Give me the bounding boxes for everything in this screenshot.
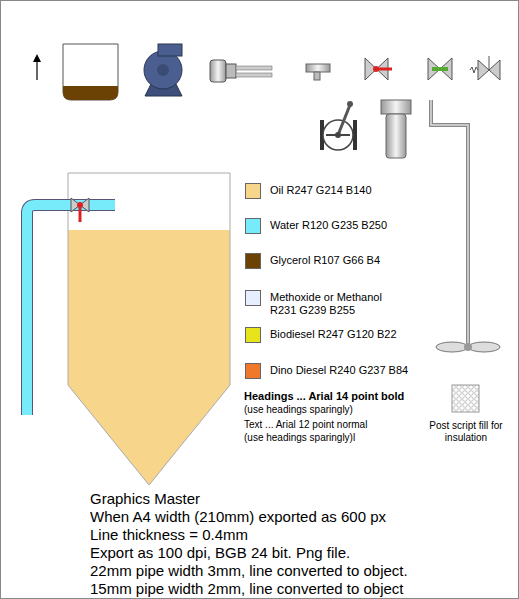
style-note: Text ... Arial 12 point normal — [244, 419, 367, 431]
export-note: When A4 width (210mm) exported as 600 px — [90, 508, 386, 526]
legend-text: Dino Diesel R240 G237 B84 — [270, 364, 408, 377]
pump-symbol — [144, 44, 182, 96]
export-note: 22mm pipe width 3mm, line converted to o… — [90, 562, 408, 580]
valve-symbol — [428, 58, 452, 80]
style-note: (use headings sparingly)l — [244, 432, 355, 444]
style-note: Post script fill for insulation — [419, 420, 514, 444]
stirrer-symbol — [431, 100, 500, 352]
insulation-fill — [452, 385, 479, 412]
legend-swatch — [245, 183, 261, 199]
export-note: Line thickness = 0.4mm — [90, 526, 248, 544]
sheet-title: Graphics Master — [90, 490, 200, 508]
export-note: Export as 100 dpi, BGB 24 bit. Png file. — [90, 544, 350, 562]
legend-text: Oil R247 G214 B140 — [270, 184, 372, 197]
legend-swatch — [245, 218, 261, 234]
heater-symbol — [210, 60, 272, 82]
arrow-symbol — [33, 54, 41, 80]
style-note: Headings ... Arial 14 point bold — [244, 390, 404, 403]
check-valve-symbol — [470, 56, 500, 80]
legend-text: Glycerol R107 G66 B4 — [270, 254, 380, 267]
legend-swatch — [245, 363, 261, 379]
export-note: 15mm pipe width 2mm, line converted to o… — [90, 580, 403, 598]
ball-valve-symbol — [365, 58, 392, 80]
main-tank — [68, 173, 230, 485]
tap-symbol — [306, 64, 330, 80]
lever-valve-symbol — [320, 101, 357, 150]
filter-symbol — [381, 100, 411, 158]
legend-text: Water R120 G235 B250 — [270, 219, 387, 232]
water-pipe — [27, 198, 115, 415]
legend-swatch — [245, 327, 261, 343]
legend-text: Methoxide or Methanol R231 G239 B255 — [270, 291, 405, 317]
legend-text: Biodiesel R247 G120 B22 — [270, 328, 397, 341]
glycerol-tank-symbol — [63, 44, 118, 100]
legend-swatch — [245, 290, 261, 306]
legend-swatch — [245, 253, 261, 269]
style-note: (use headings sparingly) — [244, 404, 353, 416]
